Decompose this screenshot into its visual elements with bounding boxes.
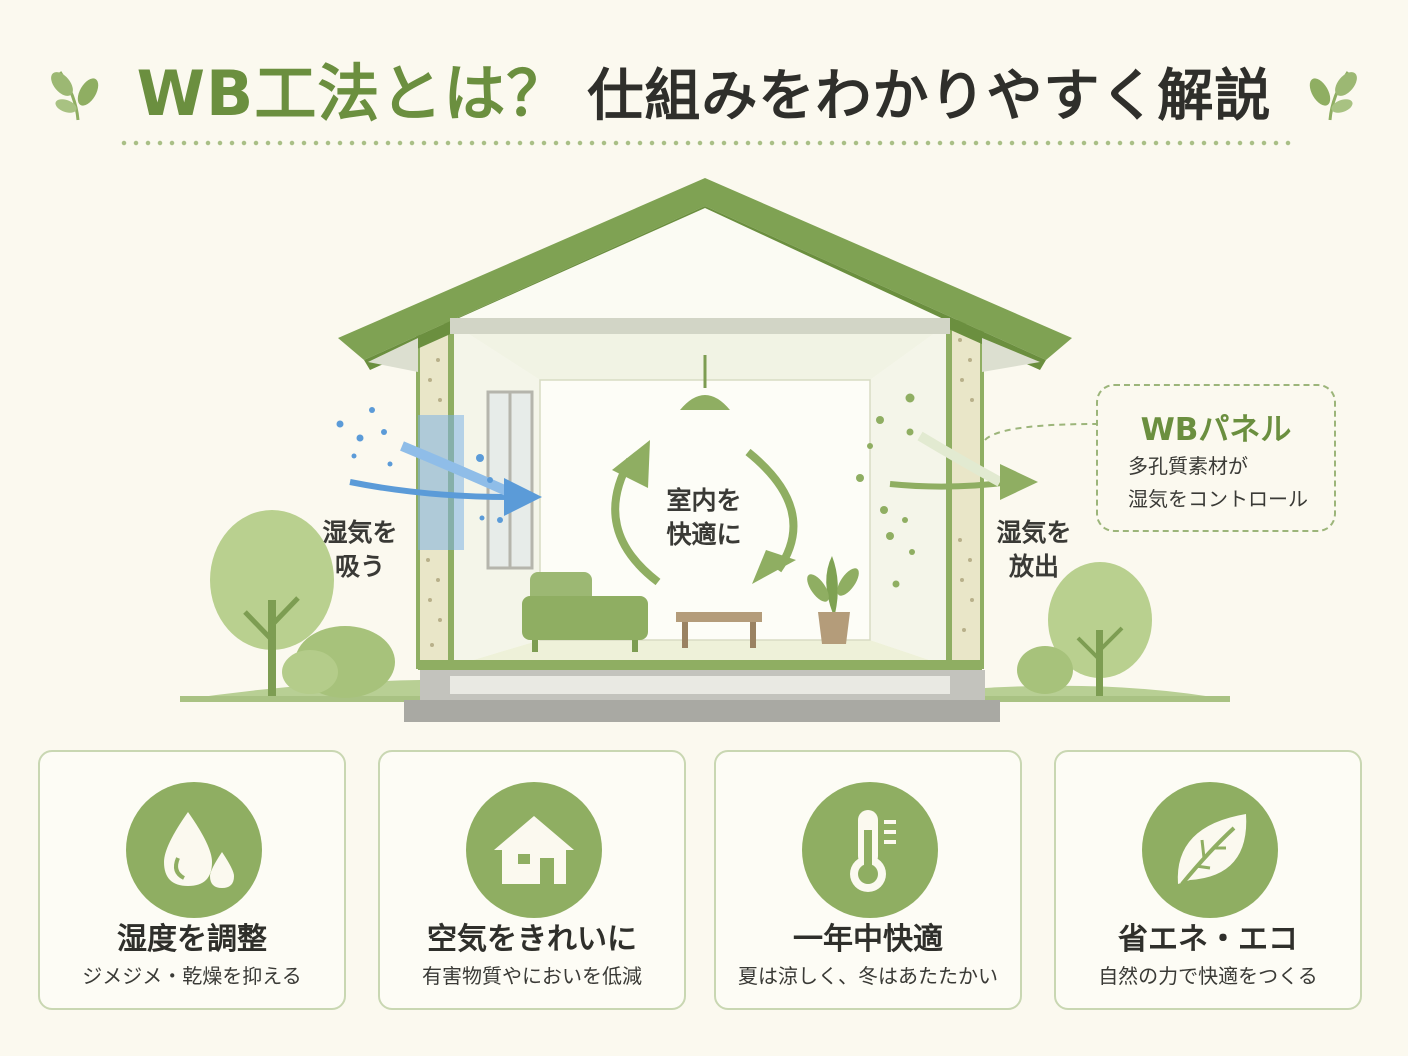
title-rest: 仕組みをわかりやすく解説 — [587, 64, 1272, 129]
water-drops-icon — [126, 782, 262, 918]
title-divider — [118, 140, 1293, 146]
house-diagram — [180, 178, 1230, 722]
feature-card-eco: 省エネ・エコ 自然の力で快適をつくる — [1054, 750, 1362, 1010]
tree-icon — [1048, 562, 1152, 696]
feature-description: 夏は涼しく、冬はあたたかい — [738, 964, 998, 988]
air-intake-arrows-icon — [336, 407, 542, 523]
potted-plant-icon — [807, 556, 859, 644]
page-title: WB工法とは？ 仕組みをわかりやすく解説 — [0, 40, 1408, 136]
title-accent: WB工法とは？ — [136, 57, 570, 130]
feature-card-comfort: 一年中快適 夏は涼しく、冬はあたたかい — [714, 750, 1022, 1010]
leaf-sprig-icon — [48, 62, 108, 126]
feature-description: 有害物質やにおいを低減 — [422, 964, 642, 988]
coffee-table-icon — [676, 612, 762, 648]
bush-icon — [282, 626, 395, 698]
window-icon — [486, 390, 534, 570]
feature-title: 一年中快適 — [793, 922, 943, 957]
moisture-release-arrows-icon — [856, 393, 1038, 588]
absorb-moisture-label: 湿気を 吸う — [322, 518, 398, 581]
house-icon — [466, 782, 602, 918]
tree-icon — [210, 510, 334, 696]
panel-title: WBパネル — [1140, 412, 1292, 448]
feature-title: 省エネ・エコ — [1118, 922, 1298, 957]
panel-description: 多孔質素材が 湿気をコントロール — [1128, 454, 1308, 511]
thermometer-icon — [802, 782, 938, 918]
feature-description: ジメジメ・乾燥を抑える — [82, 964, 302, 988]
feature-cards: 湿度を調整 ジメジメ・乾燥を抑える 空気をきれいに 有害物質やにおいを低減 — [38, 750, 1368, 1012]
release-moisture-label: 湿気を 放出 — [996, 518, 1072, 581]
bush-icon — [1017, 646, 1073, 694]
feature-title: 空気をきれいに — [427, 922, 637, 957]
sofa-icon — [522, 572, 648, 652]
feature-card-humidity: 湿度を調整 ジメジメ・乾燥を抑える — [38, 750, 346, 1010]
circulation-arrows-icon — [611, 440, 798, 586]
comfortable-room-label: 室内を 快適に — [666, 486, 742, 549]
feature-card-air: 空気をきれいに 有害物質やにおいを低減 — [378, 750, 686, 1010]
leaf-sprig-icon — [1300, 62, 1360, 126]
leaf-icon — [1142, 782, 1278, 918]
feature-title: 湿度を調整 — [117, 922, 267, 957]
wb-panel-callout: WBパネル 多孔質素材が 湿気をコントロール — [1096, 384, 1336, 532]
feature-description: 自然の力で快適をつくる — [1098, 964, 1318, 988]
ceiling-lamp-icon — [680, 355, 730, 410]
